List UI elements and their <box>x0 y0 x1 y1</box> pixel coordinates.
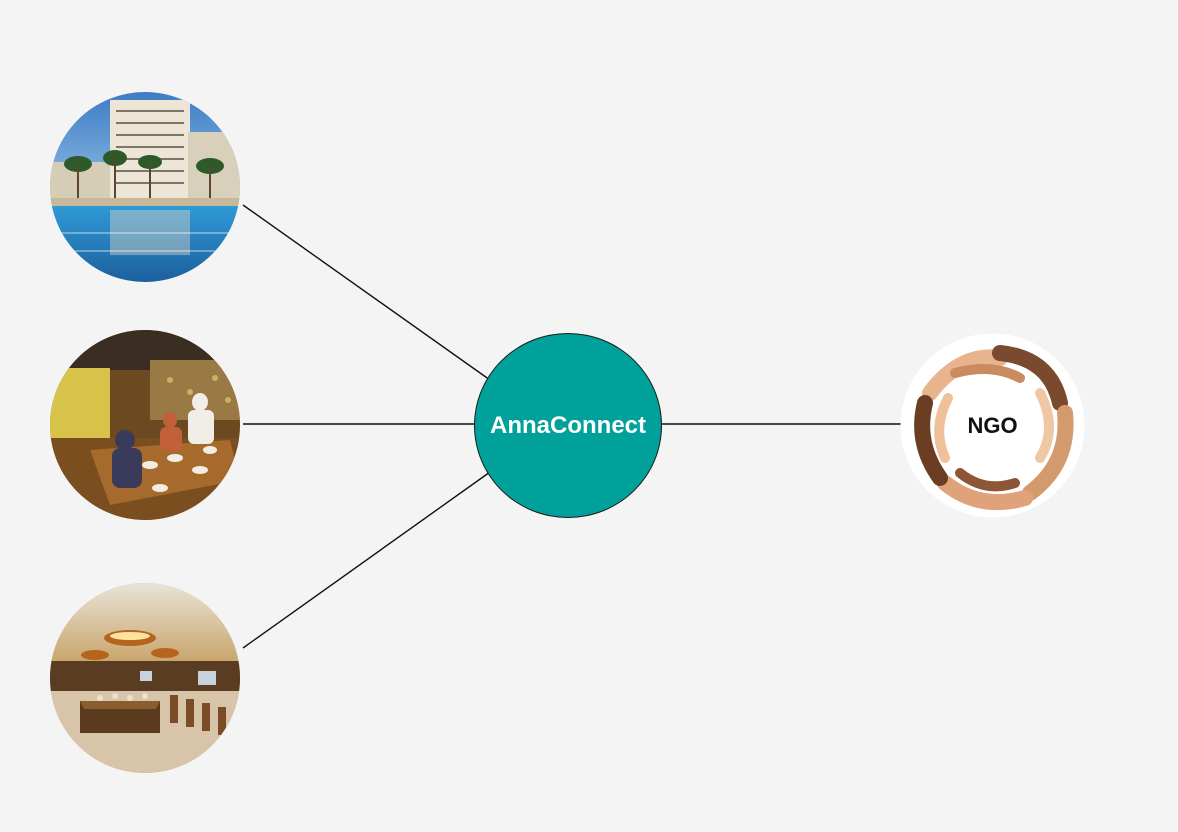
annaconnect-hub: AnnaConnect <box>474 333 662 518</box>
ngo-label: NGO <box>967 412 1018 438</box>
edge-hotel-to-hub <box>242 204 491 381</box>
hands-circle-icon <box>900 333 1085 518</box>
ngo-node: NGO <box>900 333 1085 518</box>
hub-label: AnnaConnect <box>490 411 646 439</box>
restaurant-dining-photo <box>50 330 240 520</box>
edge-buffet-to-hub <box>242 471 491 649</box>
hotel-pool-photo <box>50 92 240 282</box>
buffet-hall-photo <box>50 583 240 773</box>
